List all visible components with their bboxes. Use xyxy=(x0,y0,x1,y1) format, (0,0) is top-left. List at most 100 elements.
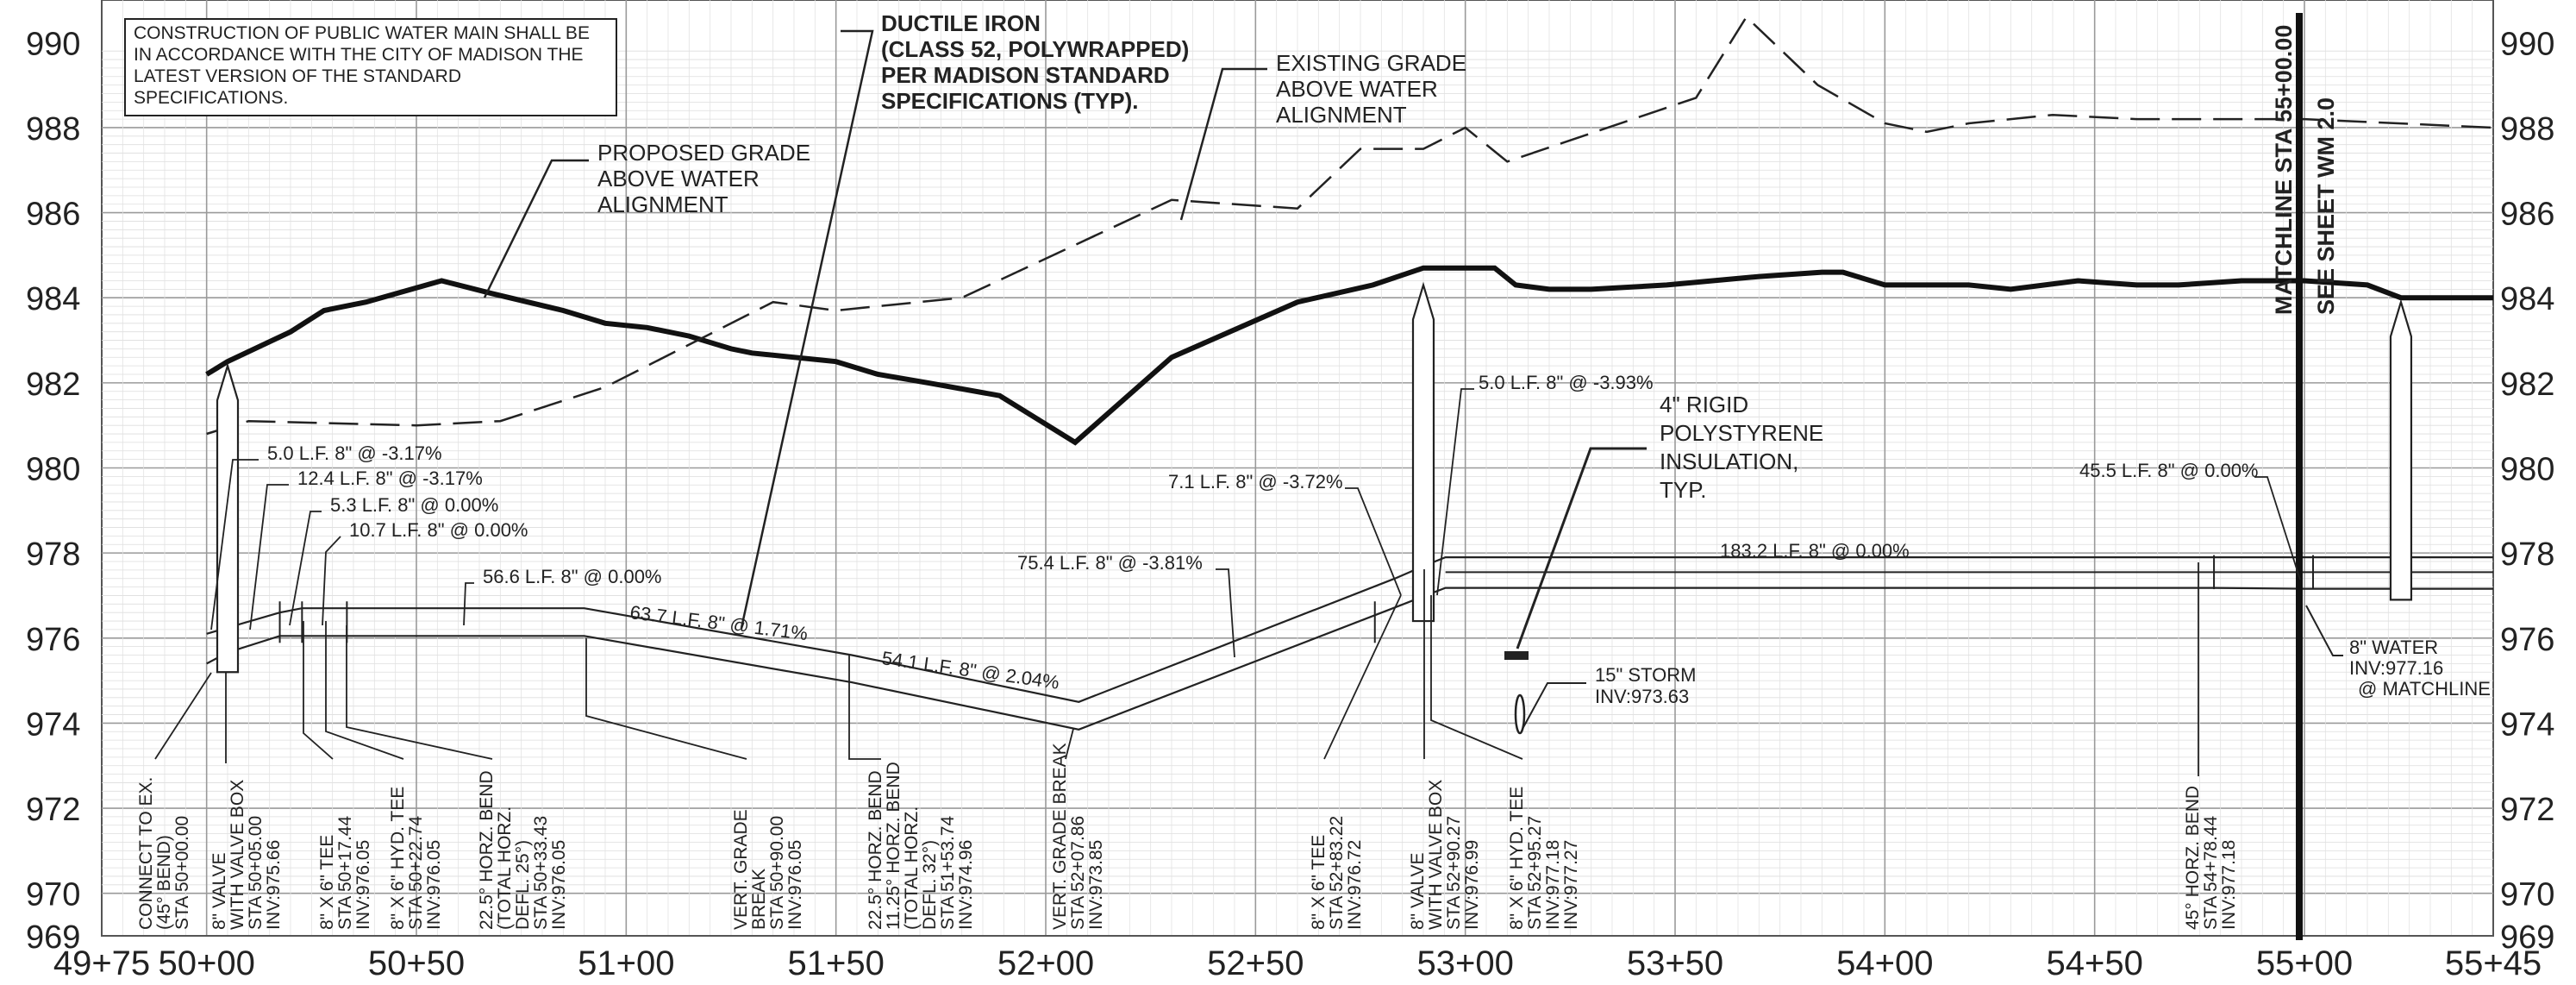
station-tick-label: 52+00 xyxy=(997,944,1094,982)
elevation-tick-left: 969 xyxy=(26,919,80,956)
station-tick-label: 51+50 xyxy=(787,944,884,982)
storm-leader xyxy=(1522,682,1586,730)
existing-grade-line: ABOVE WATER xyxy=(1276,76,1438,102)
valve-box-structure xyxy=(216,362,240,674)
existing-grade-label: EXISTING GRADE ABOVE WATER ALIGNMENT xyxy=(1179,50,1466,221)
station-tick-label: 53+00 xyxy=(1416,944,1513,982)
fitting-label-line: STA 50+22.74 xyxy=(406,816,426,930)
fitting-label-line: STA 52+95.27 xyxy=(1525,816,1545,930)
station-tick-label: 51+00 xyxy=(578,944,674,982)
pipe-note-line: PER MADISON STANDARD xyxy=(881,62,1170,88)
fitting-label-line: 22.5° HORZ. BEND xyxy=(866,770,885,930)
fitting-label-line: 45° HORZ. BEND xyxy=(2183,786,2203,930)
fitting-label-line: INV:973.85 xyxy=(1086,840,1106,930)
station-tick-label: 49+75 xyxy=(53,944,150,982)
fitting-label-line: STA 50+90.00 xyxy=(767,816,787,930)
proposed-grade-label: PROPOSED GRADE ABOVE WATER ALIGNMENT xyxy=(483,140,810,298)
storm-label-line: 15" STORM xyxy=(1595,664,1696,686)
insulation-leader xyxy=(1516,447,1647,649)
fitting-label-leader xyxy=(848,656,881,760)
pipe-callout-leader xyxy=(249,484,289,631)
fitting-label-line: STA 50+17.44 xyxy=(335,816,355,930)
fitting-label-line: (TOTAL HORZ. xyxy=(495,806,515,930)
fitting-label-line: 8" VALVE xyxy=(209,852,229,930)
series-8-water-main-top xyxy=(206,555,2493,703)
proposed-grade-line: ALIGNMENT xyxy=(597,191,728,217)
elevation-tick-right: 984 xyxy=(2500,281,2554,317)
fitting-label-line: STA 52+83.22 xyxy=(1327,816,1347,930)
elevation-tick-left: 982 xyxy=(26,367,80,403)
general-note-line: SPECIFICATIONS. xyxy=(134,88,288,108)
matchline-water-line: INV:977.16 xyxy=(2349,657,2443,679)
matchline-label: MATCHLINE STA 55+00.00 xyxy=(2271,25,2297,315)
fitting-label-line: 8" X 6" TEE xyxy=(317,835,337,930)
pipe-callout-label: 5.0 L.F. 8" @ -3.93% xyxy=(1479,372,1654,393)
fitting-label-line: INV:977.18 xyxy=(2219,840,2239,930)
insulation-line: 4" RIGID xyxy=(1660,392,1748,417)
pipe-callout-label: 56.6 L.F. 8" @ 0.00% xyxy=(483,566,662,587)
fitting-label-line: VERT. GRADE xyxy=(731,809,751,930)
see-sheet-label: SEE SHEET WM 2.0 xyxy=(2313,97,2339,315)
fitting-label-leader xyxy=(325,621,404,760)
station-tick-label: 54+50 xyxy=(2046,944,2142,982)
pipe-callout-label: 183.2 L.F. 8" @ 0.00% xyxy=(1720,540,1910,562)
matchline-water-leader xyxy=(2305,605,2343,656)
fitting-label-line: STA 54+78.44 xyxy=(2201,816,2221,930)
existing-grade-leader xyxy=(1179,67,1267,221)
general-note-line: LATEST VERSION OF THE STANDARD xyxy=(134,66,461,86)
fitting-label-line: 8" VALVE xyxy=(1408,852,1428,930)
elevation-tick-right: 976 xyxy=(2500,622,2554,658)
station-tick-label: 55+45 xyxy=(2445,944,2542,982)
pipe-callout-label: 7.1 L.F. 8" @ -3.72% xyxy=(1168,471,1343,492)
valve-box-structure xyxy=(2389,298,2413,601)
pipe-callout-label: 45.5 L.F. 8" @ 0.00% xyxy=(2079,460,2259,481)
elevation-tick-left: 988 xyxy=(26,111,80,147)
fitting-label-line: INV:976.05 xyxy=(424,840,444,930)
pipe-callout-label: 5.0 L.F. 8" @ -3.17% xyxy=(267,442,442,464)
pipe-structures xyxy=(216,281,2413,674)
fitting-label-line: CONNECT TO EX. xyxy=(136,777,156,930)
proposed-grade-leader xyxy=(483,159,589,298)
pipe-callout-leader xyxy=(210,459,259,631)
pipe-callout-leader xyxy=(289,511,322,626)
pipe-material-note: DUCTILE IRON (CLASS 52, POLYWRAPPED) PER… xyxy=(740,10,1189,629)
station-tick-label: 54+00 xyxy=(1836,944,1933,982)
pipe-note-line: DUCTILE IRON xyxy=(881,10,1041,36)
pipe-callout-leader xyxy=(463,582,474,626)
station-tick-label: 53+50 xyxy=(1627,944,1723,982)
elevation-tick-right: 970 xyxy=(2500,877,2554,913)
pipe-callout-label: 75.4 L.F. 8" @ -3.81% xyxy=(1017,552,1203,574)
pipe-callout-label: 12.4 L.F. 8" @ -3.17% xyxy=(297,467,483,489)
elevation-tick-right: 988 xyxy=(2500,111,2554,147)
station-tick-label: 52+50 xyxy=(1207,944,1304,982)
station-tick-label: 50+00 xyxy=(158,944,254,982)
proposed-grade-line: ABOVE WATER xyxy=(597,166,760,191)
fitting-label-line: INV:976.72 xyxy=(1345,840,1365,930)
fitting-label-line: STA 51+53.74 xyxy=(938,816,958,930)
valve-box-structure xyxy=(1411,281,1435,623)
fitting-label-leader xyxy=(346,625,493,760)
elevation-tick-right: 982 xyxy=(2500,367,2554,403)
series-proposed-grade xyxy=(205,265,2493,446)
fitting-label-line: INV:975.66 xyxy=(264,840,284,930)
elevation-tick-right: 974 xyxy=(2500,706,2554,743)
pipe-callout-leader xyxy=(1436,388,1474,596)
elevation-tick-left: 980 xyxy=(26,452,80,488)
fitting-label-line: (TOTAL HORZ. xyxy=(902,806,922,930)
fitting-label-line: STA 50+33.43 xyxy=(531,816,551,930)
pipe-callout-leader xyxy=(1345,487,1402,596)
fitting-label-line: INV:976.05 xyxy=(785,840,805,930)
pipe-callouts: 5.0 L.F. 8" @ -3.17% 12.4 L.F. 8" @ -3.17… xyxy=(210,372,2301,693)
series-existing-grade xyxy=(206,15,2494,436)
matchline-water-line: @ MATCHLINE xyxy=(2358,678,2491,700)
fitting-label-line: WITH VALVE BOX xyxy=(228,780,247,930)
fitting-label-line: 8" X 6" TEE xyxy=(1309,835,1329,930)
elevation-tick-left: 970 xyxy=(26,877,80,913)
fitting-label-line: 11.25° HORZ. BEND xyxy=(884,762,903,930)
matchline-water-line: 8" WATER xyxy=(2349,637,2438,658)
fitting-label-line: DEFL. 25°) xyxy=(513,840,533,930)
fitting-label-line: BREAK xyxy=(749,869,769,930)
